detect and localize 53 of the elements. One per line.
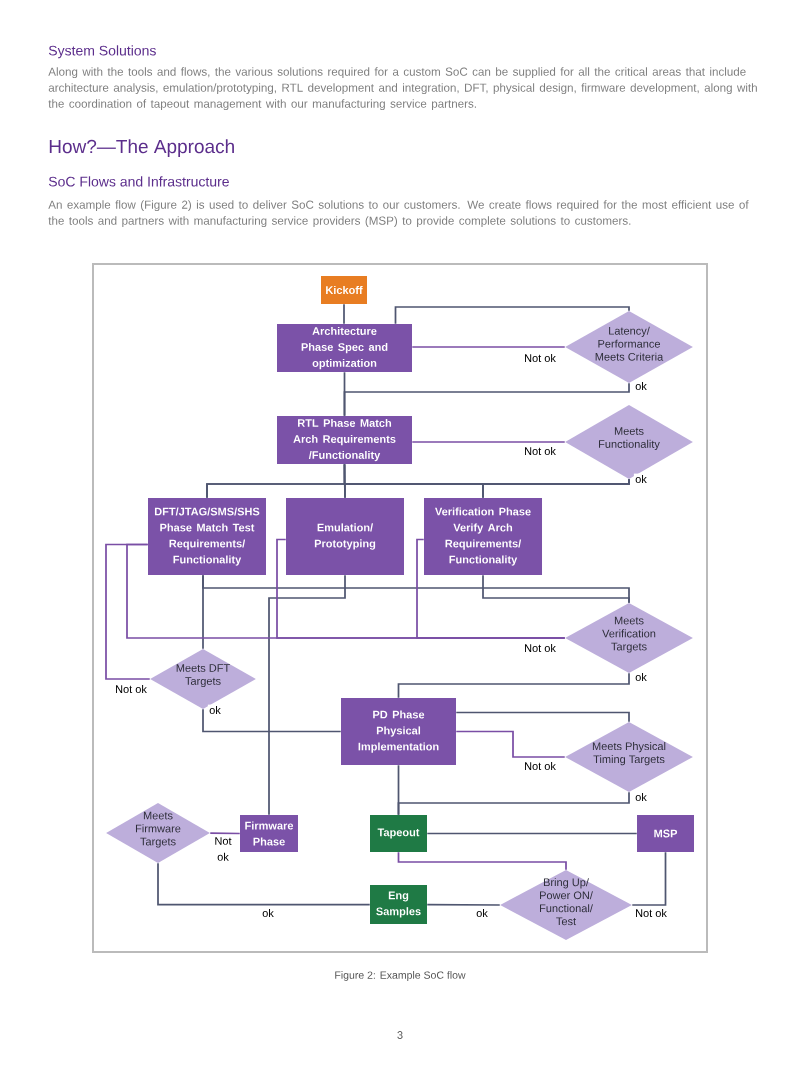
process-box: Verification Phase Verify Arch Requirements/ Functionality <box>424 498 542 575</box>
connector-line <box>482 478 630 499</box>
connector-line <box>397 791 630 816</box>
edge-label: Not ok <box>210 835 236 863</box>
edge-label: Not ok <box>522 352 558 364</box>
process-box: Eng Samples <box>370 885 427 924</box>
edge-label: Not ok <box>633 907 669 919</box>
connector-line <box>397 672 630 699</box>
process-box: Architecture Phase Spec and optimization <box>277 324 412 372</box>
connector-line <box>482 574 630 604</box>
process-box: MSP <box>637 815 694 852</box>
connector-line <box>202 708 342 733</box>
connector-line <box>631 851 667 906</box>
section-heading: SoC Flows and Infrastructure <box>48 176 229 187</box>
connector-line <box>397 851 567 871</box>
connector-line <box>105 543 151 680</box>
edge-label: ok <box>633 473 649 485</box>
process-box: Kickoff <box>321 276 367 304</box>
connector-line <box>343 303 345 325</box>
connector-line <box>343 371 346 417</box>
process-box: Emulation/ Prototyping <box>286 498 404 575</box>
process-box: Tapeout <box>370 815 427 852</box>
edge-label: Not ok <box>522 642 558 654</box>
connector-line <box>455 730 566 758</box>
edge-label: ok <box>207 704 223 716</box>
paragraph: An example flow (Figure 2) is used to deliver SoC solutions to our customers. We create flows required for the most efficient use of the tools and partners with manufacturing service providers (MSP) to provide complete solutions to customers. <box>48 200 749 228</box>
edge-label: ok <box>633 791 649 803</box>
process-box: DFT/JTAG/SMS/SHS Phase Match Test Requirements/ Functionality <box>148 498 266 575</box>
connector-line <box>157 862 371 906</box>
edge-label: ok <box>633 380 649 392</box>
connector-line <box>411 441 566 443</box>
page-number: 3 <box>397 1031 403 1039</box>
connector-line <box>455 711 630 723</box>
connector-line <box>426 903 501 906</box>
connector-line <box>426 832 638 835</box>
connector-line <box>268 574 346 816</box>
process-box: RTL Phase Match Arch Requirements /Functionality <box>277 416 412 464</box>
connector-line <box>394 306 630 325</box>
edge-label: ok <box>633 671 649 683</box>
connector-line <box>209 832 241 835</box>
edge-label: Not ok <box>522 760 558 772</box>
connector-line <box>411 346 566 348</box>
edge-label: Not ok <box>522 445 558 457</box>
process-box: Firmware Phase <box>240 815 298 852</box>
edge-label: ok <box>260 907 276 919</box>
edge-label: ok <box>474 907 490 919</box>
paragraph: Along with the tools and flows, the various solutions required for a custom SoC can be supplied for all the critical areas that include architecture analysis, emulation/prototyping, RTL development and integration, DFT, physical design, firmware development, along with the coordination of tapeout management with our manufacturing service partners. <box>48 67 757 111</box>
figure-caption: Figure 2: Example SoC flow <box>335 971 466 981</box>
heading: How?—The Approach <box>49 139 234 157</box>
section-heading: System Solutions <box>48 45 156 59</box>
edge-label: Not ok <box>113 683 149 695</box>
process-box: PD Phase Physical Implementation <box>341 698 456 765</box>
connector-line <box>416 538 566 639</box>
